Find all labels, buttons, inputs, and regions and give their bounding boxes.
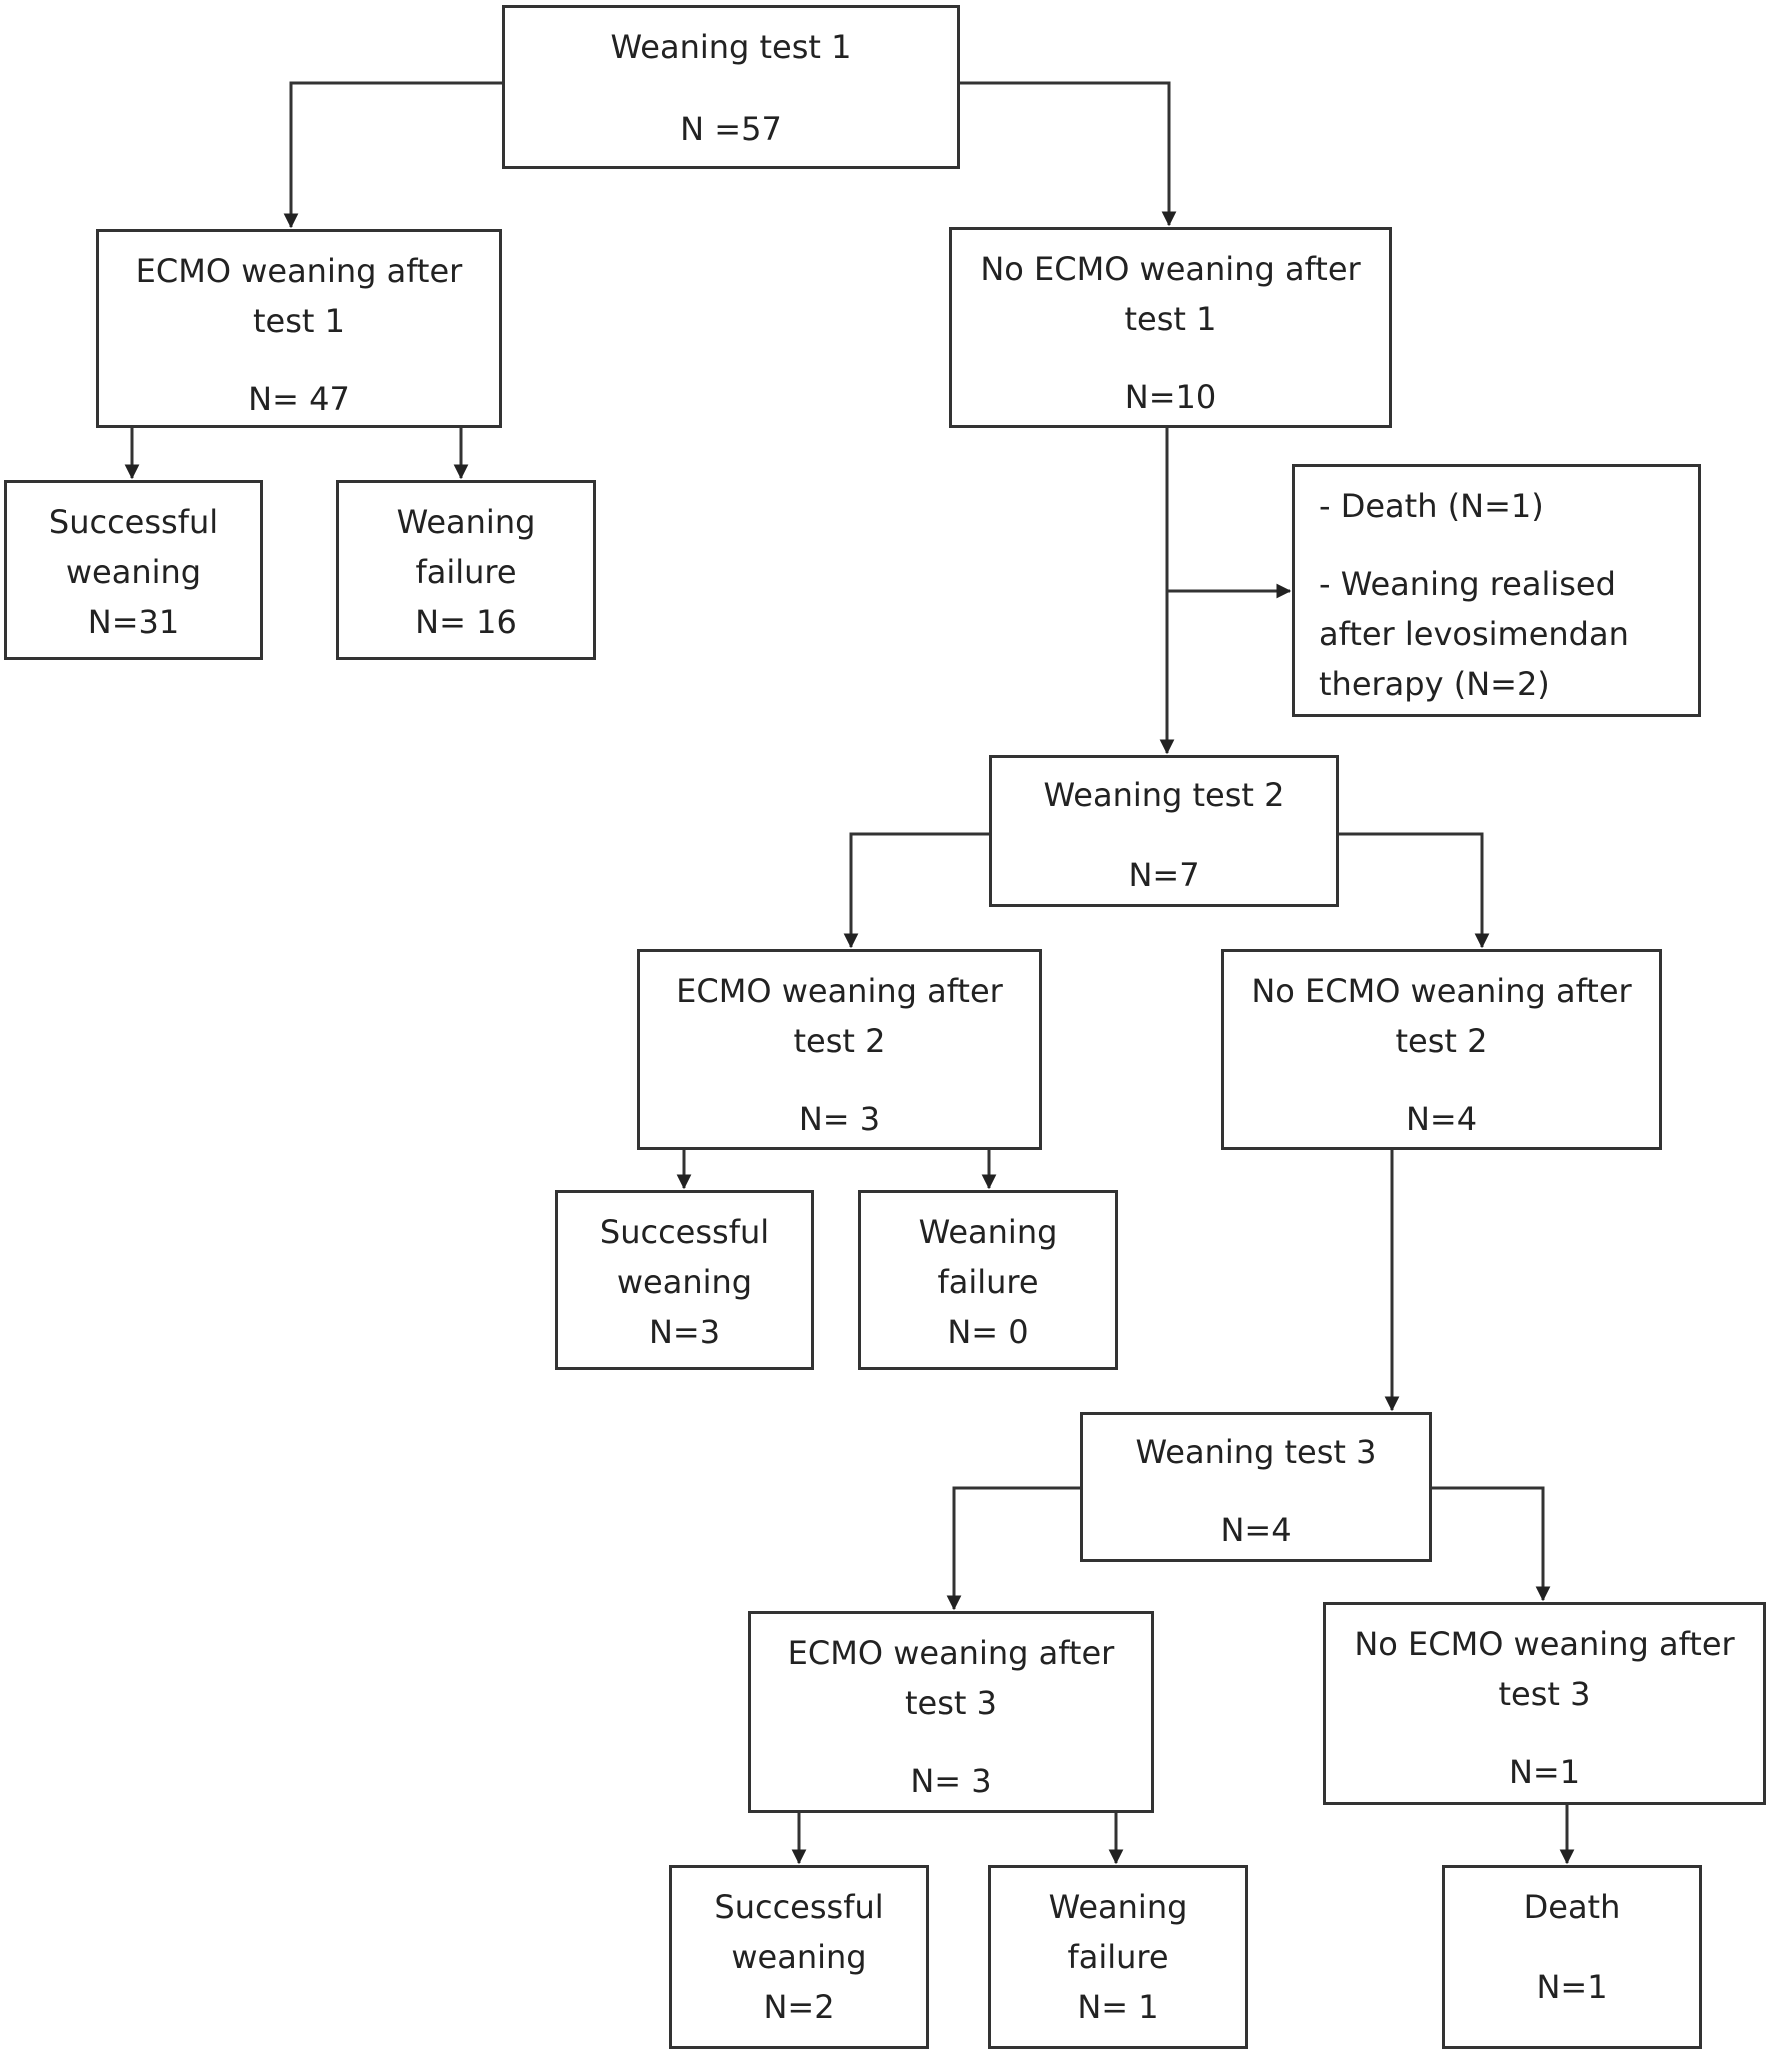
arrow-test2-to-weaning: [843, 832, 989, 949]
death-test-3-box: Death N=1: [1442, 1865, 1702, 2049]
weaning-failure-test-1-line1: Weaning: [396, 503, 536, 541]
successful-weaning-test-3-box: Successful weaning N=2: [669, 1865, 929, 2049]
side-note-levosimendan-line2: after levosimendan: [1319, 615, 1629, 653]
no-ecmo-weaning-test-2-line2: test 2: [1395, 1022, 1488, 1060]
successful-weaning-test-3-line2: weaning: [731, 1938, 867, 1976]
weaning-test-3-box: Weaning test 3 N=4: [1080, 1412, 1432, 1562]
ecmo-weaning-test-3-count: N= 3: [910, 1762, 992, 1800]
weaning-failure-test-3-line2: failure: [1067, 1938, 1169, 1976]
no-ecmo-weaning-test-1-box: No ECMO weaning after test 1 N=10: [949, 227, 1392, 428]
arrow-test3-to-no-weaning: [1430, 1486, 1551, 1602]
weaning-test-1-box: Weaning test 1 N =57: [502, 5, 960, 169]
no-ecmo-weaning-test-3-line2: test 3: [1498, 1675, 1591, 1713]
weaning-test-2-count: N=7: [1128, 856, 1200, 894]
side-note-levosimendan-line3: therapy (N=2): [1319, 665, 1550, 703]
no-ecmo-weaning-test-2-count: N=4: [1405, 1100, 1478, 1138]
side-note-box: - Death (N=1) - Weaning realised after l…: [1292, 464, 1701, 717]
no-ecmo-weaning-test-2-line1: No ECMO weaning after: [1251, 972, 1632, 1010]
ecmo-weaning-test-2-line2: test 2: [793, 1022, 886, 1060]
successful-weaning-test-1-box: Successful weaning N=31: [4, 480, 263, 660]
weaning-failure-test-3-line1: Weaning: [1048, 1888, 1188, 1926]
successful-weaning-test-2-box: Successful weaning N=3: [555, 1190, 814, 1370]
successful-weaning-test-2-line2: weaning: [616, 1263, 753, 1301]
weaning-failure-test-2-line2: failure: [937, 1263, 1039, 1301]
weaning-test-3-title: Weaning test 3: [1135, 1433, 1377, 1471]
arrow-test1-to-weaning: [283, 81, 502, 229]
arrow-test2-to-no-weaning: [1339, 832, 1490, 949]
arrow-test1-to-no-weaning: [960, 81, 1177, 227]
successful-weaning-test-2-count: N=3: [648, 1313, 721, 1351]
ecmo-weaning-test-3-line2: test 3: [905, 1684, 997, 1722]
ecmo-weaning-test-1-line1: ECMO weaning after: [135, 252, 463, 290]
ecmo-weaning-test-2-line1: ECMO weaning after: [676, 972, 1003, 1010]
ecmo-weaning-test-1-line2: test 1: [253, 302, 345, 340]
weaning-failure-test-2-box: Weaning failure N= 0: [858, 1190, 1118, 1370]
successful-weaning-test-1-count: N=31: [87, 603, 180, 641]
weaning-failure-test-1-box: Weaning failure N= 16: [336, 480, 596, 660]
no-ecmo-weaning-test-1-line1: No ECMO weaning after: [980, 250, 1361, 288]
no-ecmo-weaning-test-3-box: No ECMO weaning after test 3 N=1: [1323, 1602, 1766, 1805]
ecmo-weaning-test-2-count: N= 3: [798, 1100, 881, 1138]
weaning-test-2-title: Weaning test 2: [1043, 776, 1285, 814]
no-ecmo-weaning-test-2-box: No ECMO weaning after test 2 N=4: [1221, 949, 1662, 1150]
ecmo-weaning-test-2-box: ECMO weaning after test 2 N= 3: [637, 949, 1042, 1150]
successful-weaning-test-2-line1: Successful: [599, 1213, 770, 1251]
no-ecmo-weaning-test-1-count: N=10: [1124, 378, 1217, 416]
side-note-levosimendan-line1: - Weaning realised: [1319, 565, 1616, 603]
side-note-death: - Death (N=1): [1319, 487, 1544, 525]
no-ecmo-weaning-test-3-line1: No ECMO weaning after: [1354, 1625, 1735, 1663]
successful-weaning-test-1-line1: Successful: [48, 503, 219, 541]
successful-weaning-test-1-line2: weaning: [65, 553, 202, 591]
weaning-failure-test-2-line1: Weaning: [918, 1213, 1058, 1251]
ecmo-weaning-test-3-box: ECMO weaning after test 3 N= 3: [748, 1611, 1154, 1813]
weaning-failure-test-3-box: Weaning failure N= 1: [988, 1865, 1248, 2049]
no-ecmo-weaning-test-1-line2: test 1: [1124, 300, 1217, 338]
ecmo-weaning-test-1-box: ECMO weaning after test 1 N= 47: [96, 229, 502, 428]
weaning-failure-test-2-count: N= 0: [947, 1313, 1029, 1351]
successful-weaning-test-3-line1: Successful: [714, 1888, 884, 1926]
death-test-3-label: Death: [1523, 1888, 1621, 1926]
ecmo-weaning-test-1-count: N= 47: [248, 380, 350, 418]
weaning-failure-test-3-count: N= 1: [1077, 1988, 1159, 2026]
weaning-failure-test-1-count: N= 16: [415, 603, 517, 641]
arrow-test3-to-weaning: [946, 1486, 1080, 1611]
no-ecmo-weaning-test-3-count: N=1: [1508, 1753, 1581, 1791]
death-test-3-count: N=1: [1536, 1968, 1608, 2006]
successful-weaning-test-3-count: N=2: [763, 1988, 835, 2026]
weaning-test-3-count: N=4: [1220, 1511, 1292, 1549]
weaning-test-2-box: Weaning test 2 N=7: [989, 755, 1339, 907]
weaning-failure-test-1-line2: failure: [415, 553, 517, 591]
ecmo-weaning-test-3-line1: ECMO weaning after: [787, 1634, 1115, 1672]
weaning-test-1-count: N =57: [680, 110, 782, 148]
weaning-test-1-title: Weaning test 1: [610, 28, 852, 66]
